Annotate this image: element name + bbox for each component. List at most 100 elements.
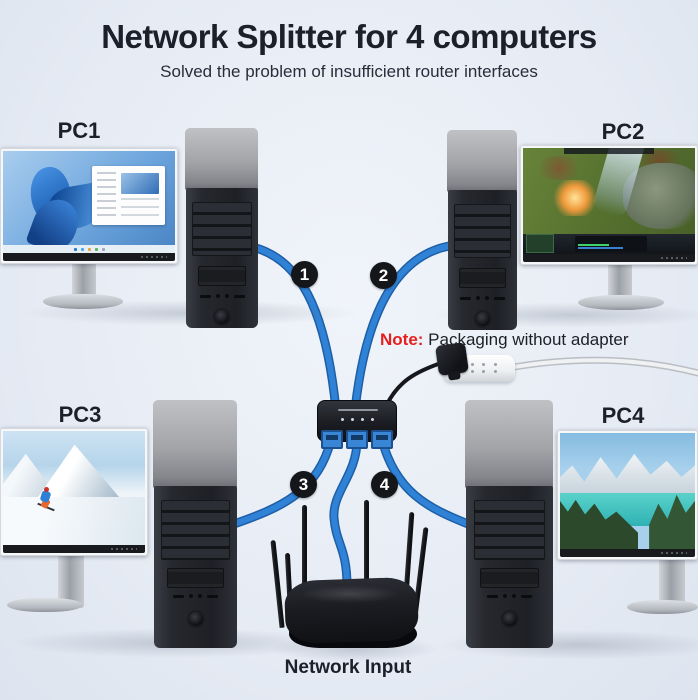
game-mana-bar [578, 247, 623, 249]
page-subtitle: Solved the problem of insufficient route… [160, 62, 538, 81]
note-body: Packaging without adapter [423, 330, 629, 349]
pc3-tower [153, 400, 237, 648]
power-button-icon [502, 612, 517, 626]
game-terrain [533, 156, 585, 180]
monitor-controls [141, 256, 167, 258]
pc2-monitor-panel [520, 145, 698, 265]
pc4-tower-front [466, 486, 553, 648]
pc2-label: PC2 [601, 119, 645, 144]
tower-vent [479, 568, 540, 588]
pc4-screen-lake [560, 433, 695, 549]
pc1-tower-front [186, 188, 258, 328]
router-highlight [300, 585, 400, 603]
settings-sidebar [96, 172, 116, 220]
pc2-monitor-base [578, 295, 664, 310]
pc1-monitor-chin [3, 253, 175, 261]
tower-usb-ports [448, 296, 517, 300]
snowy-peaks [560, 453, 695, 498]
pc2-monitor-chin [523, 254, 695, 262]
pc4-monitor-chin [560, 549, 695, 557]
splitter-ports [321, 430, 393, 449]
monitor-controls [661, 257, 687, 259]
game-minimap [526, 233, 555, 254]
pc2-monitor [520, 145, 698, 310]
pc3-monitor-base [7, 598, 83, 612]
ski-slope [3, 497, 145, 545]
ethernet-port [321, 430, 343, 449]
monitor-controls [661, 552, 687, 554]
tower-vent [197, 266, 247, 286]
pc4-label: PC4 [601, 403, 645, 428]
pc4-tower [465, 400, 553, 648]
pc1-monitor-stand [72, 260, 96, 300]
note-prefix: Note: [380, 330, 424, 349]
taskbar-icon [80, 247, 84, 251]
drive-bays [161, 500, 230, 560]
badge-4: 4 [371, 471, 398, 498]
power-adapter [435, 342, 469, 376]
cable-2 [350, 241, 454, 415]
cable-network-input [329, 435, 362, 591]
power-button-icon [215, 310, 229, 324]
ethernet-port [371, 430, 393, 449]
pc3-tower-front [154, 486, 237, 648]
game-health-bar [578, 243, 609, 246]
pc4-monitor-base [627, 600, 698, 614]
pc3-label: PC3 [58, 402, 102, 427]
network-splitter-device [317, 400, 397, 449]
network-input-label: Network Input [284, 657, 412, 678]
drive-bays [473, 500, 546, 560]
router-antenna [302, 505, 307, 607]
pc4-monitor-panel [557, 430, 698, 560]
pc4-monitor-stand [659, 556, 685, 608]
pc1-monitor [0, 148, 180, 310]
pc1-monitor-panel [0, 148, 178, 264]
pc4-tower-top [465, 400, 553, 488]
power-button-icon [475, 312, 490, 326]
settings-window [92, 166, 165, 226]
pc2-tower-front [448, 190, 517, 330]
drive-bays [454, 204, 511, 258]
router-antenna [364, 500, 369, 598]
pc1-tower-top [185, 128, 258, 190]
skier-helmet [44, 486, 50, 492]
badge-3: 3 [290, 471, 317, 498]
pc2-tower-top [447, 130, 517, 192]
taskbar-icon [101, 247, 105, 251]
tower-usb-ports [186, 294, 258, 298]
pc3-monitor-panel [0, 428, 148, 556]
taskbar-icon [87, 247, 91, 251]
tower-vent [459, 268, 506, 288]
badge-1: 1 [291, 261, 318, 288]
pc3-monitor [0, 428, 150, 613]
windows-taskbar [3, 245, 175, 253]
pc3-tower-top [153, 400, 237, 488]
cable-power-black [384, 360, 446, 408]
pc3-screen-ski [3, 431, 145, 545]
pc1-label: PC1 [57, 118, 101, 143]
cable-1 [243, 241, 341, 415]
pc1-tower [185, 128, 258, 328]
page-title: Network Splitter for 4 computers [101, 18, 597, 55]
settings-preview [121, 173, 159, 194]
pc2-screen-game [523, 148, 695, 254]
pc1-monitor-base [43, 294, 123, 309]
power-button-icon [188, 612, 203, 626]
drive-bays [192, 202, 252, 256]
pc2-tower [447, 130, 517, 330]
splitter-led-indicators [318, 418, 396, 421]
cable-4 [377, 435, 473, 529]
note-text: Note: Packaging without adapter [380, 330, 629, 350]
game-hud [523, 233, 695, 254]
cable-strip-white [504, 356, 698, 377]
splitter-brand-text [338, 409, 378, 411]
taskbar-icon [73, 247, 77, 251]
pc3-monitor-chin [3, 545, 145, 553]
tower-usb-ports [154, 594, 237, 598]
tower-usb-ports [466, 594, 553, 598]
badge-2: 2 [370, 262, 397, 289]
pc4-monitor [557, 430, 698, 615]
pc1-screen-windows-wallpaper [3, 151, 175, 253]
game-scoreboard [564, 148, 654, 155]
